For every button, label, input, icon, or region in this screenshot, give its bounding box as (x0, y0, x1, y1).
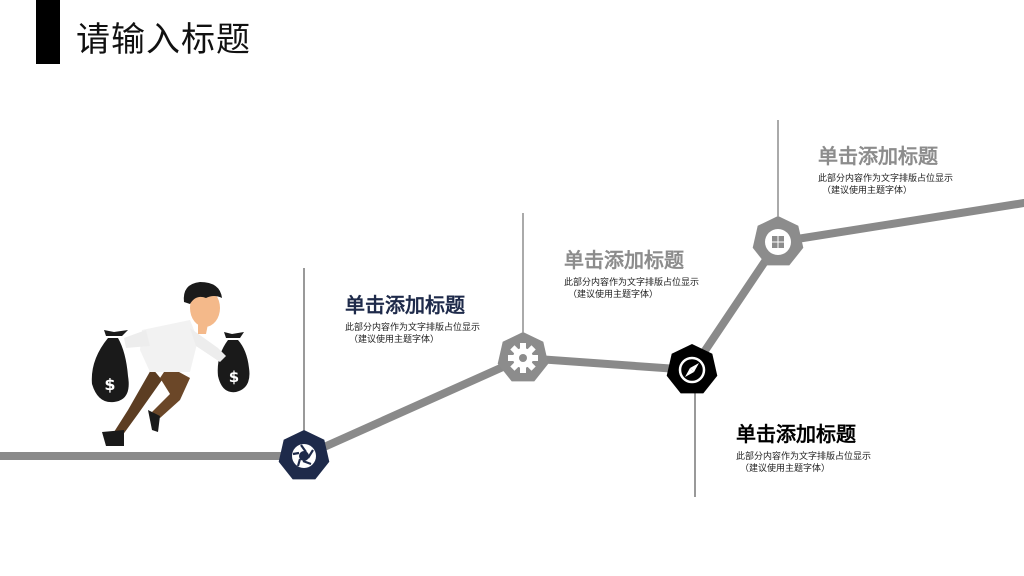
node-3[interactable] (666, 344, 718, 394)
step-note-4[interactable]: （建议使用主题字体） (822, 186, 913, 196)
compass-icon (678, 356, 706, 384)
money-bag-left: $ (91, 330, 129, 403)
step-block-1: 单击添加标题 此部分内容作为文字排版占位显示 （建议使用主题字体） (345, 289, 495, 346)
dollar-icon: $ (104, 375, 115, 394)
step-note-3[interactable]: （建议使用主题字体） (740, 464, 831, 474)
title-accent-bar (36, 0, 60, 64)
gear-icon (508, 343, 538, 373)
step-block-2: 单击添加标题 此部分内容作为文字排版占位显示 （建议使用主题字体） (564, 244, 714, 301)
step-desc-3[interactable]: 此部分内容作为文字排版占位显示 (736, 452, 872, 462)
step-note-1[interactable]: （建议使用主题字体） (349, 335, 440, 345)
businessman-illustration: $ $ (91, 282, 250, 446)
growth-path-line (0, 199, 1024, 460)
step-heading-3[interactable]: 单击添加标题 (736, 422, 856, 446)
node-4[interactable] (752, 216, 804, 266)
step-heading-1[interactable]: 单击添加标题 (345, 293, 465, 317)
step-heading-2[interactable]: 单击添加标题 (564, 248, 684, 272)
step-desc-1[interactable]: 此部分内容作为文字排版占位显示 (345, 323, 481, 333)
step-heading-4[interactable]: 单击添加标题 (818, 144, 938, 168)
windows-icon (765, 229, 791, 255)
node-1[interactable] (278, 430, 330, 480)
money-bag-right: $ (217, 332, 250, 393)
camera-shutter-icon (292, 444, 316, 468)
step-block-3: 单击添加标题 此部分内容作为文字排版占位显示 （建议使用主题字体） (736, 418, 886, 475)
step-note-2[interactable]: （建议使用主题字体） (568, 290, 659, 300)
step-desc-4[interactable]: 此部分内容作为文字排版占位显示 (818, 174, 954, 184)
step-desc-2[interactable]: 此部分内容作为文字排版占位显示 (564, 278, 700, 288)
dollar-icon: $ (229, 368, 239, 386)
node-2[interactable] (497, 332, 549, 382)
page-title[interactable]: 请输入标题 (76, 20, 251, 60)
step-block-4: 单击添加标题 此部分内容作为文字排版占位显示 （建议使用主题字体） (818, 140, 968, 197)
